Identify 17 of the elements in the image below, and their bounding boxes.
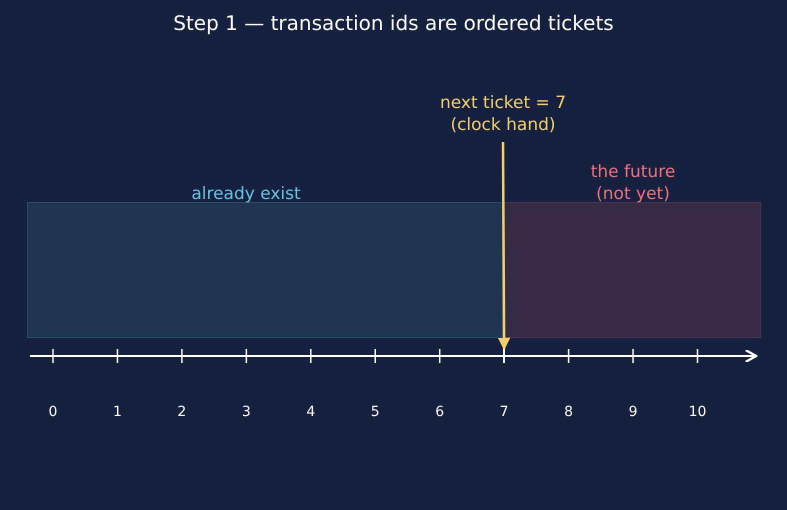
tick-label: 8 (563, 404, 574, 420)
diagram-title: Step 1 — transaction ids are ordered tickets (172, 11, 615, 35)
tick-label: 7 (498, 404, 510, 420)
tick-label: 3 (240, 404, 252, 420)
region-label: already exist (190, 183, 302, 205)
tick-label: 5 (370, 404, 381, 420)
tick-label: 4 (305, 404, 316, 420)
tick-label: 6 (434, 404, 446, 420)
tick-label: 1 (112, 404, 123, 420)
tick-label: 9 (628, 404, 638, 420)
tick-label: 10 (688, 404, 708, 420)
arrow (498, 142, 510, 350)
tick-label: 2 (176, 404, 188, 420)
region-label: the future (not yet) (590, 161, 676, 205)
callout-text: next ticket = 7 (clock hand) (413, 92, 593, 136)
tick-mark (503, 349, 506, 363)
tick-label: 0 (48, 404, 58, 420)
